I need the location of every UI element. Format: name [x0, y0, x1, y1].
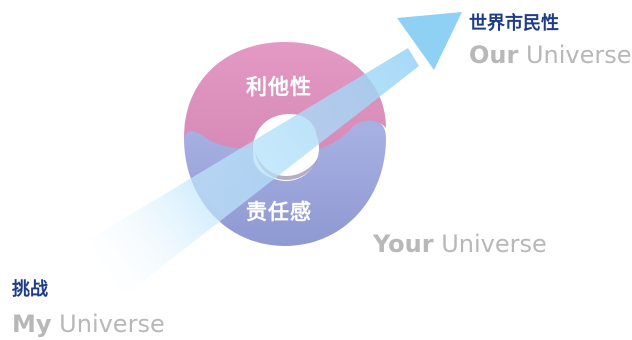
my-universe-en-label: My Universe	[12, 312, 165, 336]
your-universe-en-rest: Universe	[433, 230, 547, 258]
ring-bottom-segment	[184, 119, 386, 246]
ring-top-label: 利他性	[246, 75, 312, 99]
our-universe-en-bold: Our	[469, 41, 519, 69]
arrow-body	[88, 48, 419, 296]
our-universe-en-rest: Universe	[518, 41, 632, 69]
arrow-up-right-icon	[397, 12, 462, 70]
your-universe-en-label: Your Universe	[373, 232, 547, 256]
my-universe-cn-label: 挑战	[12, 279, 48, 300]
my-universe-en-bold: My	[12, 310, 52, 338]
our-universe-cn-label: 世界市民性	[469, 13, 559, 34]
your-universe-en-bold: Your	[373, 230, 434, 258]
ring-bottom-label: 责任感	[246, 200, 312, 224]
our-universe-en-label: Our Universe	[469, 43, 632, 67]
my-universe-en-rest: Universe	[51, 310, 165, 338]
